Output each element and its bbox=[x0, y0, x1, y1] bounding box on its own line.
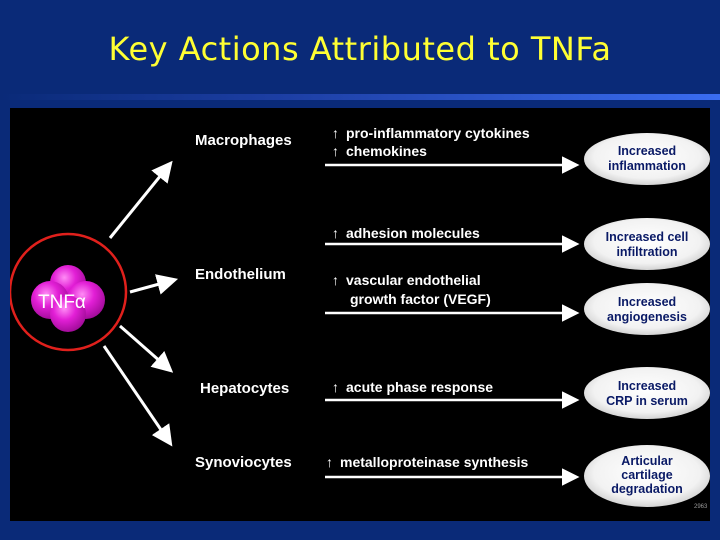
slide-title: Key Actions Attributed to TNFa bbox=[108, 30, 612, 68]
cell-type-endothelium: Endothelium bbox=[195, 266, 286, 283]
effect-text: metalloproteinase synthesis bbox=[340, 454, 529, 470]
effect-text: chemokines bbox=[346, 143, 427, 159]
cell-type-macrophages: Macrophages bbox=[195, 132, 292, 149]
outcome-3: Increased angiogenesis bbox=[584, 283, 710, 335]
up-arrow-icon: ↑ bbox=[332, 379, 339, 395]
title-divider bbox=[0, 94, 720, 100]
effect-text: adhesion molecules bbox=[346, 225, 480, 241]
up-arrow-icon: ↑ bbox=[332, 143, 339, 159]
up-arrow-icon: ↑ bbox=[332, 225, 339, 241]
cell-type-hepatocytes: Hepatocytes bbox=[200, 380, 289, 397]
diagram-panel: TNFα Macrophages Endothelium Hepatocytes… bbox=[10, 108, 710, 521]
up-arrow-icon: ↑ bbox=[332, 272, 339, 288]
effect-row-5: ↑ metalloproteinase synthesis bbox=[326, 454, 529, 470]
tnf-alpha-molecule: TNFα bbox=[31, 265, 105, 332]
arrow-to-endothelium bbox=[129, 274, 179, 295]
up-arrow-icon: ↑ bbox=[332, 125, 339, 141]
up-arrow-icon: ↑ bbox=[326, 454, 333, 470]
arrow-to-hepatocytes bbox=[119, 324, 174, 373]
outcome-text: Articular bbox=[621, 454, 673, 468]
arrow-to-macrophages bbox=[108, 160, 173, 239]
outcome-text: inflammation bbox=[608, 159, 686, 173]
tnf-petal bbox=[50, 296, 86, 332]
highlight-circle bbox=[10, 232, 128, 352]
outcome-text: Increased bbox=[618, 144, 676, 158]
effect-row-2: ↑ adhesion molecules bbox=[332, 225, 480, 241]
outcome-5: Articular cartilage degradation bbox=[584, 445, 710, 507]
tnf-alpha-label: TNFα bbox=[38, 292, 86, 313]
outcome-4: Increased CRP in serum bbox=[584, 367, 710, 419]
outcome-text: angiogenesis bbox=[607, 310, 687, 324]
outcome-2: Increased cell infiltration bbox=[584, 218, 710, 270]
slide-footnote: 2963 bbox=[694, 504, 708, 510]
arrow-to-synoviocytes bbox=[102, 345, 173, 447]
outcome-text: Increased cell bbox=[606, 230, 689, 244]
outcome-text: degradation bbox=[611, 482, 683, 496]
effect-text: pro-inflammatory cytokines bbox=[346, 125, 530, 141]
outcome-oval bbox=[584, 133, 710, 185]
outcome-1: Increased inflammation bbox=[584, 133, 710, 185]
cell-type-synoviocytes: Synoviocytes bbox=[195, 454, 292, 471]
effect-row-1: ↑ pro-inflammatory cytokines ↑ chemokine… bbox=[332, 125, 530, 159]
outcome-oval bbox=[584, 367, 710, 419]
outcome-oval bbox=[584, 283, 710, 335]
outcome-text: Increased bbox=[618, 295, 676, 309]
effect-text: growth factor (VEGF) bbox=[350, 291, 491, 307]
effect-text: acute phase response bbox=[346, 379, 493, 395]
outcome-text: Increased bbox=[618, 379, 676, 393]
outcome-oval bbox=[584, 445, 710, 507]
effect-row-4: ↑ acute phase response bbox=[332, 379, 493, 395]
outcome-oval bbox=[584, 218, 710, 270]
outcome-text: infiltration bbox=[616, 245, 677, 259]
outcome-text: cartilage bbox=[621, 468, 672, 482]
outcome-text: CRP in serum bbox=[606, 394, 688, 408]
effect-text: vascular endothelial bbox=[346, 272, 481, 288]
effect-row-3: ↑ vascular endothelial growth factor (VE… bbox=[332, 272, 491, 307]
tnf-actions-diagram: TNFα Macrophages Endothelium Hepatocytes… bbox=[10, 125, 710, 510]
